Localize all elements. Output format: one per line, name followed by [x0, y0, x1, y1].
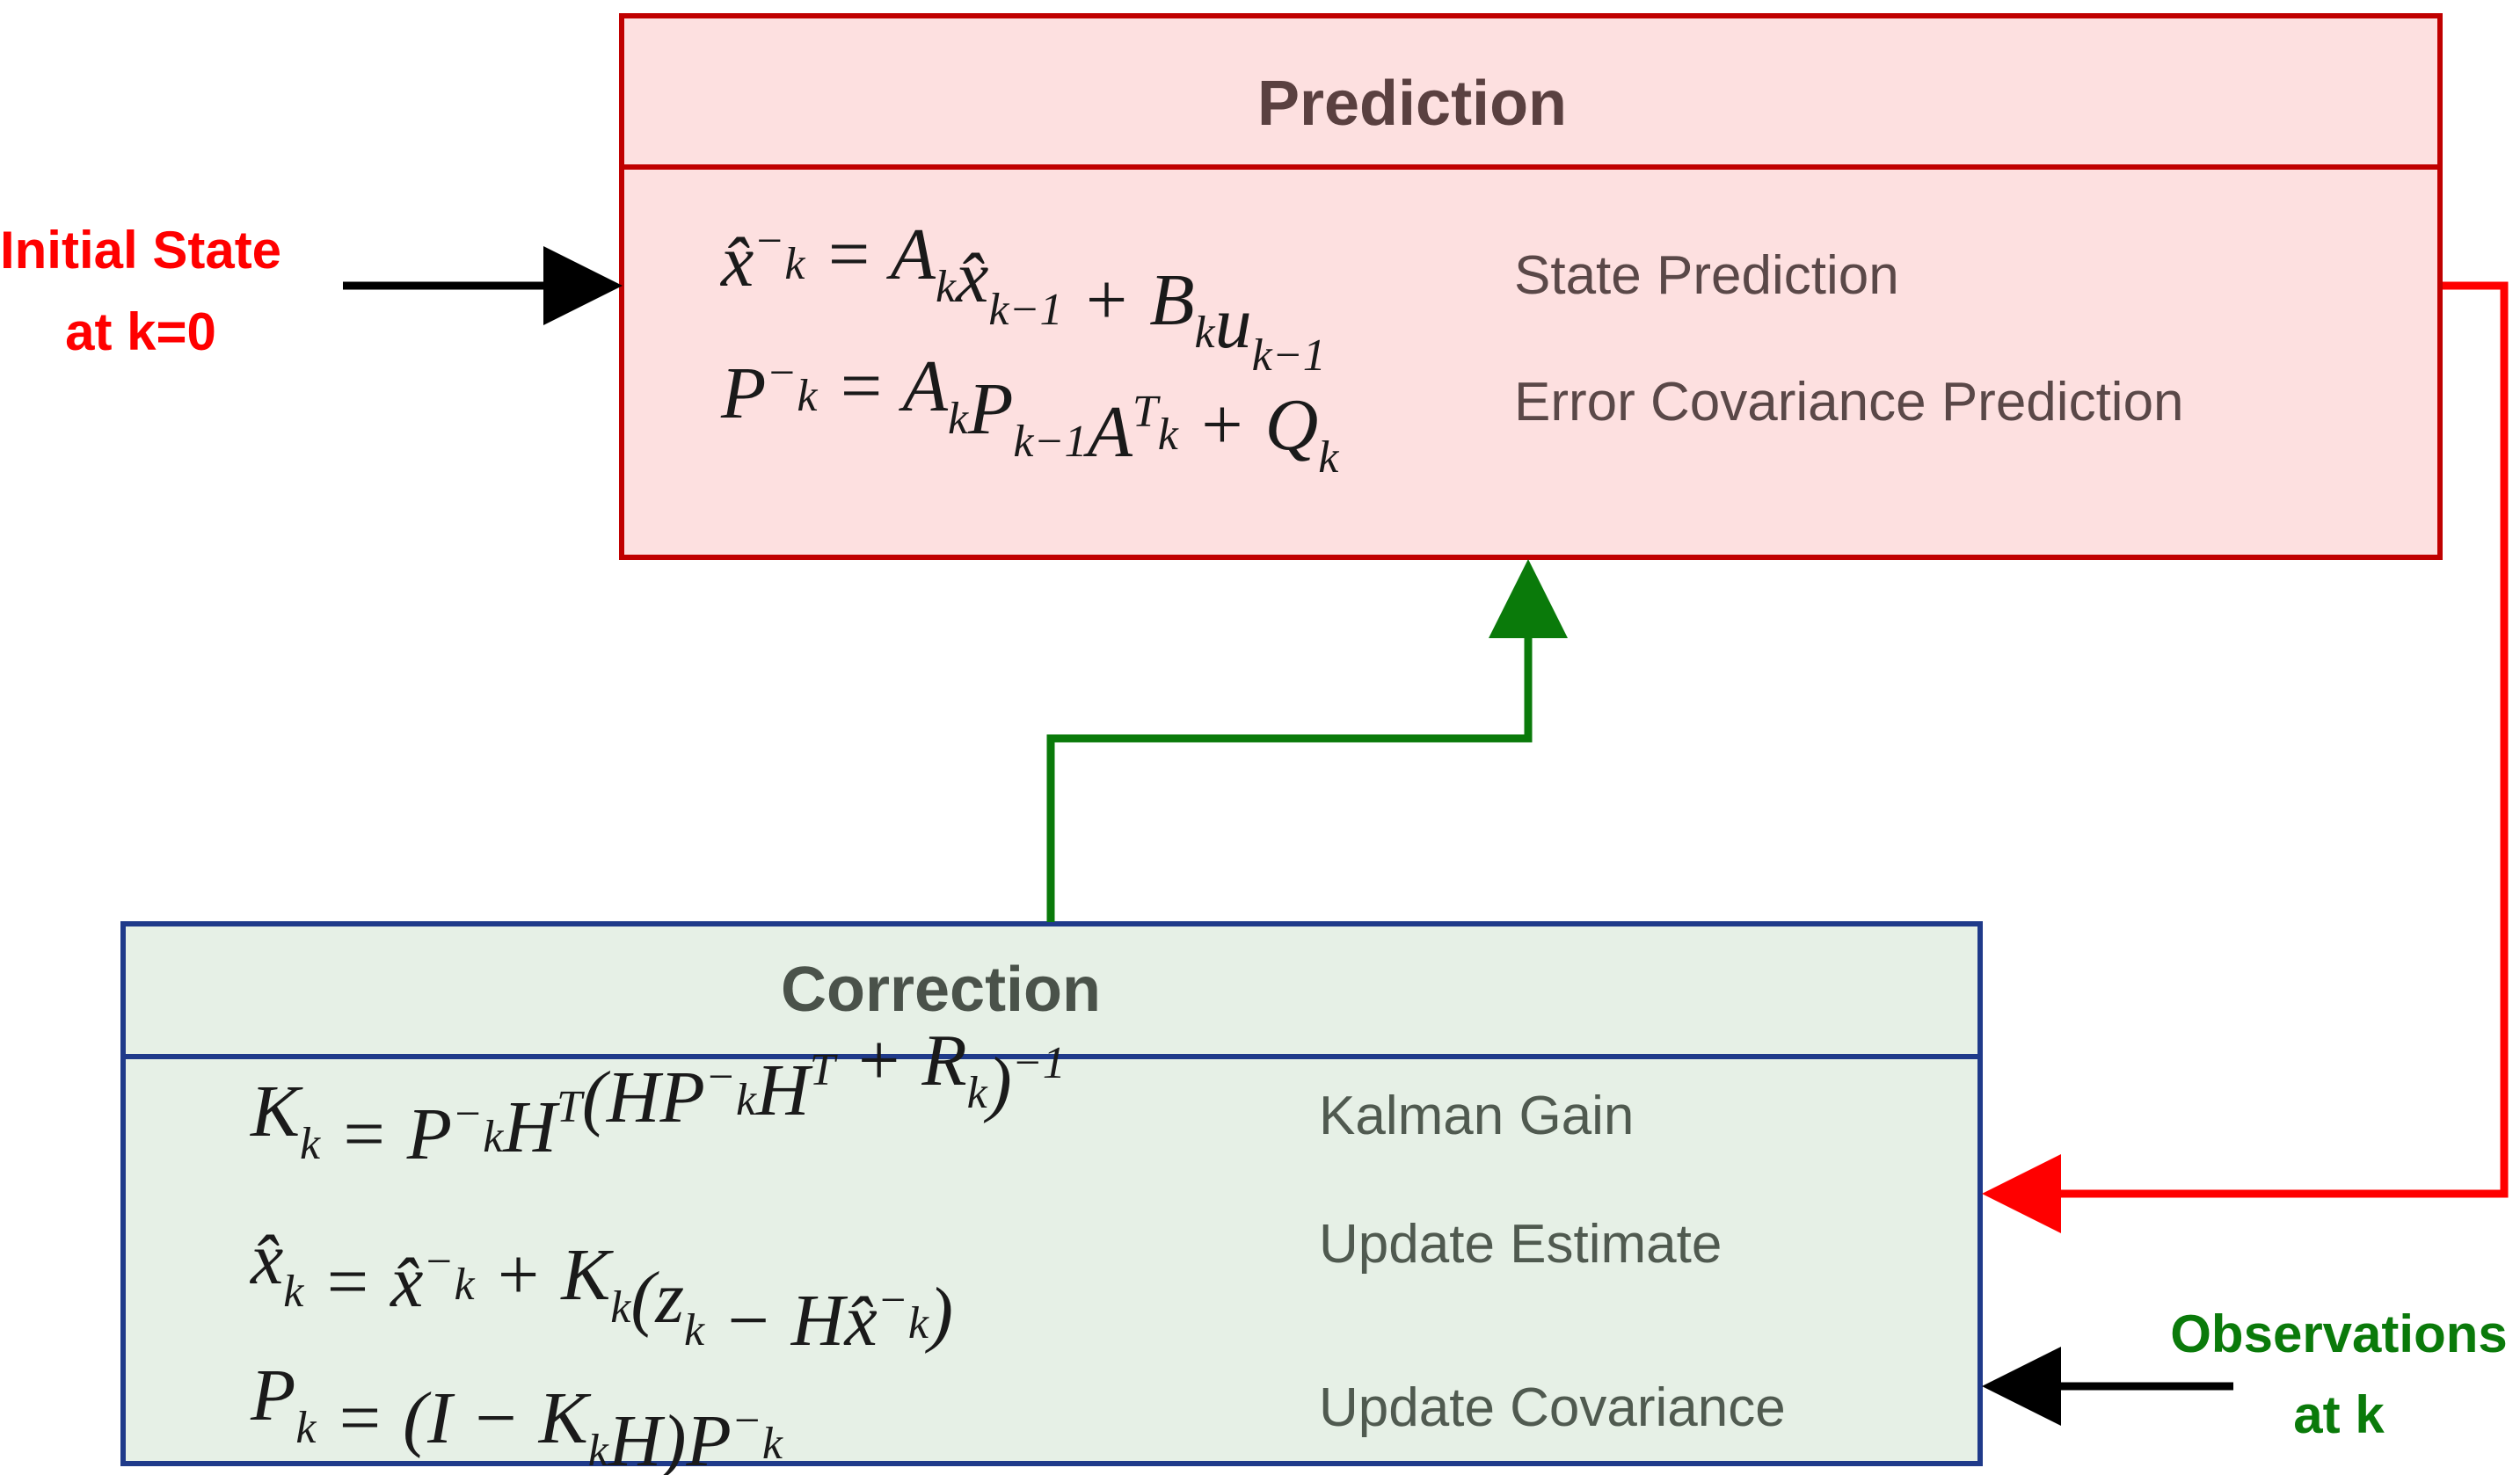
initial-state-input: Initial State at k=0 — [0, 221, 623, 361]
prediction-to-correction-arrow — [1982, 281, 2509, 1233]
observations-label-line2: at k — [2293, 1385, 2385, 1444]
state-prediction-equation: x̂−k = Akx̂k−1 + Bkuk−1 — [719, 214, 1326, 381]
initial-state-label-line1: Initial State — [0, 221, 281, 280]
error-covariance-prediction-equation: P−k = AkPk−1ATk + Qk — [720, 345, 1339, 483]
correction-title: Correction — [781, 955, 1101, 1025]
observations-input: Observations at k — [1982, 1304, 2508, 1444]
prediction-title: Prediction — [1257, 69, 1567, 139]
observations-label-line1: Observations — [2170, 1304, 2507, 1363]
prediction-box-body — [619, 13, 2443, 560]
prediction-box: Prediction x̂−k = Akx̂k−1 + Bkuk−1 State… — [619, 13, 2443, 560]
correction-box-body — [120, 921, 1983, 1466]
correction-to-prediction-arrow — [1046, 559, 1568, 922]
kalman-gain-label: Kalman Gain — [1319, 1086, 1634, 1146]
update-estimate-equation: x̂k = x̂−k + Kk(zk − Hx̂−k) — [249, 1218, 953, 1362]
state-prediction-label: State Prediction — [1514, 245, 1899, 306]
update-covariance-equation: Pk = (I − KkH)P−k — [250, 1355, 783, 1475]
update-estimate-label: Update Estimate — [1319, 1214, 1722, 1275]
correction-box: Correction Kk = P−kHT(HP−kHT + Rk)−1 Kal… — [120, 921, 1983, 1475]
update-covariance-label: Update Covariance — [1319, 1377, 1786, 1438]
kalman-gain-equation: Kk = P−kHT(HP−kHT + Rk)−1 — [250, 1020, 1066, 1175]
error-covariance-prediction-label: Error Covariance Prediction — [1514, 372, 2184, 432]
initial-state-label-line2: at k=0 — [65, 302, 216, 361]
